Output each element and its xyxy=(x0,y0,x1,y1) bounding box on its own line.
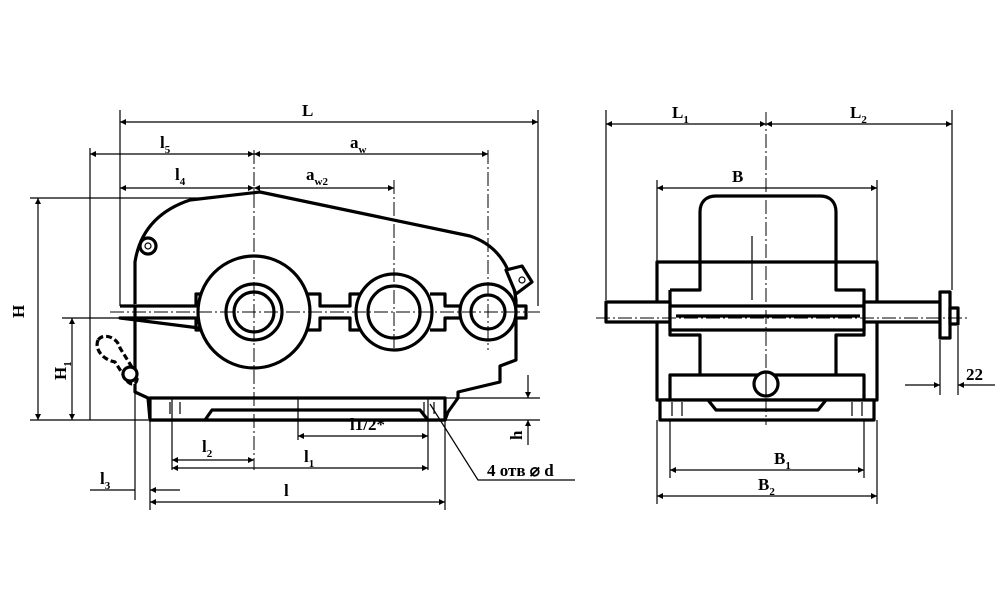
label-l1-half: l1/2* xyxy=(350,415,385,434)
front-dimensions xyxy=(30,110,575,510)
label-aw: aw xyxy=(350,133,367,156)
label-22: 22 xyxy=(966,365,983,384)
label-h: h xyxy=(507,430,526,440)
label-l2: l2 xyxy=(202,437,213,460)
side-dimensions xyxy=(605,110,995,504)
label-l5: l5 xyxy=(160,133,171,156)
label-H: H xyxy=(9,305,28,318)
label-aw2: aw2 xyxy=(306,165,328,188)
label-B: B xyxy=(732,167,743,186)
label-L1: L1 xyxy=(672,103,689,126)
label-B2: B2 xyxy=(758,475,775,498)
label-B1: B1 xyxy=(774,449,791,472)
side-cover xyxy=(698,194,838,262)
side-labels: L1 L2 B B1 B2 22 xyxy=(672,103,983,498)
label-l4: l4 xyxy=(175,165,186,188)
label-L: L xyxy=(302,101,313,120)
label-holes: 4 отв ⌀ d xyxy=(487,461,554,480)
side-view xyxy=(596,112,968,425)
side-input-shaft xyxy=(604,300,672,324)
front-labels: L l5 aw l4 aw2 H H1 l1/2* h l2 l1 l3 l 4… xyxy=(9,101,554,500)
label-L2: L2 xyxy=(850,103,867,126)
front-view xyxy=(95,150,540,470)
label-l3: l3 xyxy=(100,469,111,492)
label-l1: l1 xyxy=(304,447,314,470)
side-output-shaft xyxy=(862,300,942,324)
label-l: l xyxy=(284,481,289,500)
label-H1: H1 xyxy=(51,361,74,380)
